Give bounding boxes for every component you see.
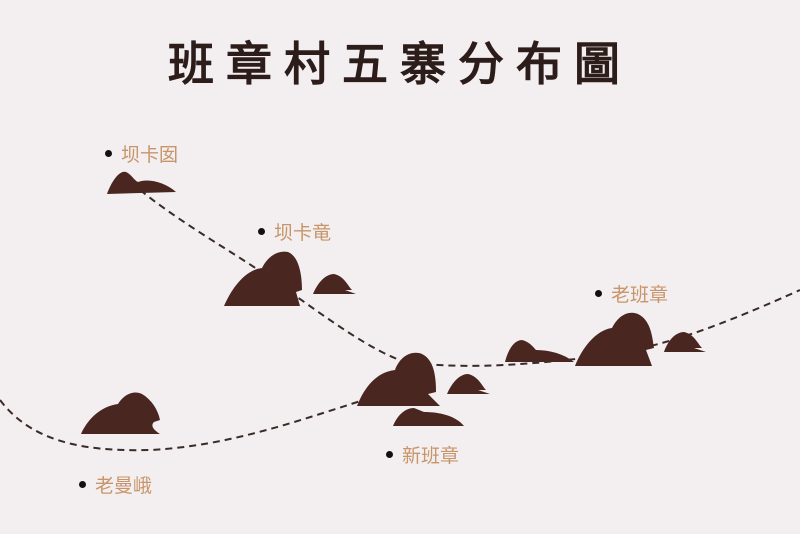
marker-dot-icon <box>258 228 265 235</box>
marker-dot-icon <box>79 481 86 488</box>
mountain-icon <box>505 312 706 366</box>
mountain-icon <box>107 171 176 194</box>
route-path <box>139 189 800 367</box>
mountain-icon <box>81 392 160 434</box>
village-name: 老曼峨 <box>95 475 153 497</box>
village-label-laobanzhang: 老班章 <box>595 280 668 307</box>
village-name: 坝卡囡 <box>121 144 179 166</box>
village-label-bakalong: 坝卡竜 <box>258 218 331 245</box>
marker-dot-icon <box>595 290 602 297</box>
village-label-xinbanzhang: 新班章 <box>386 441 459 468</box>
village-name: 新班章 <box>402 445 460 467</box>
mountain-icon <box>224 251 356 306</box>
village-name: 坝卡竜 <box>274 222 332 244</box>
route-path-lower <box>0 397 371 452</box>
village-label-laomane: 老曼峨 <box>79 471 152 498</box>
village-name: 老班章 <box>611 284 669 306</box>
map-title: 班章村五寨分布圖 <box>168 37 632 91</box>
mountain-icon <box>357 352 490 426</box>
marker-dot-icon <box>386 451 393 458</box>
village-label-bakanan: 坝卡囡 <box>105 140 178 167</box>
marker-dot-icon <box>105 150 112 157</box>
